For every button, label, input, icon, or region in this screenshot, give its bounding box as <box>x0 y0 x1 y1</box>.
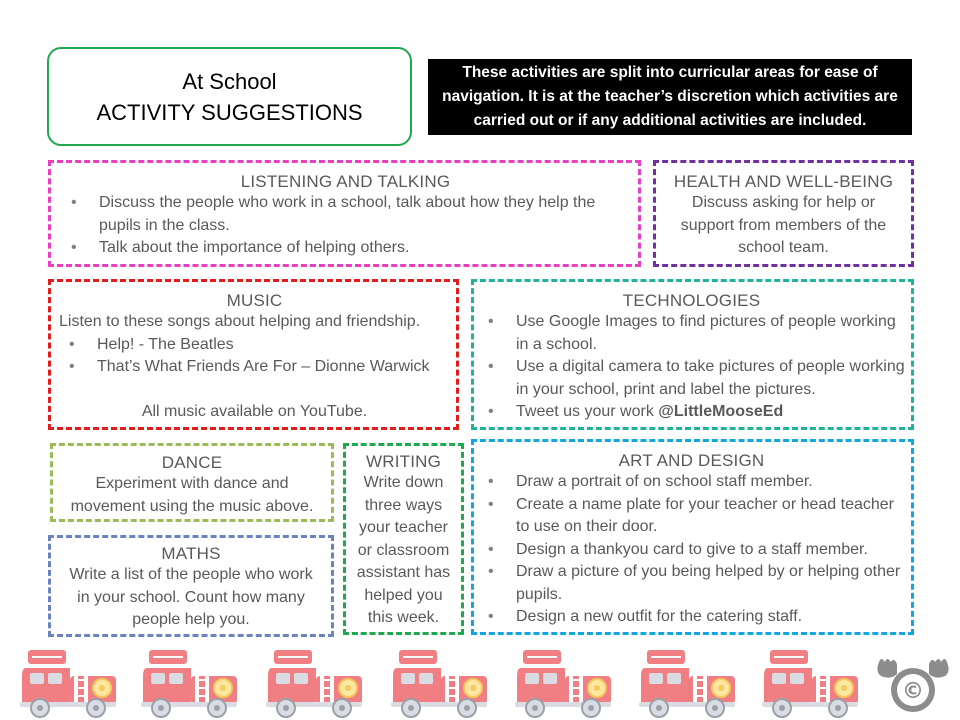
list-item: Draw a picture of you being helped by or… <box>478 561 905 606</box>
art-heading: ART AND DESIGN <box>618 451 765 470</box>
title-line-2: ACTIVITY SUGGESTIONS <box>96 99 363 125</box>
maths-box: MATHS Write a list of the people who wor… <box>48 535 334 637</box>
list-item: Discuss the people who work in a school,… <box>61 192 630 237</box>
art-design-box: ART AND DESIGN Draw a portrait of on sch… <box>471 439 914 635</box>
technologies-box: TECHNOLOGIES Use Google Images to find p… <box>471 279 914 430</box>
title-line-1: At School <box>182 68 277 94</box>
moose-copyright-icon: © <box>877 659 949 712</box>
title-box: At School ACTIVITY SUGGESTIONS <box>47 47 412 146</box>
fire-truck-icon <box>19 649 117 718</box>
fire-truck-icon <box>761 649 859 718</box>
listening-list: Discuss the people who work in a school,… <box>61 192 630 260</box>
list-item: Tweet us your work @LittleMooseEd <box>478 401 905 424</box>
fire-truck-icon <box>514 649 612 718</box>
svg-text:©: © <box>902 679 924 704</box>
teacher-note: These activities are split into curricul… <box>428 59 912 135</box>
list-item: That’s What Friends Are For – Dionne War… <box>59 356 450 379</box>
list-item: Design a thankyou card to give to a staf… <box>478 539 905 562</box>
list-item: Design a new outfit for the catering sta… <box>478 606 905 629</box>
art-list: Draw a portrait of on school staff membe… <box>478 471 905 629</box>
fire-truck-border <box>0 646 960 720</box>
health-text: Discuss asking for help or support from … <box>680 194 887 256</box>
music-heading: MUSIC <box>226 291 283 310</box>
list-item: Talk about the importance of helping oth… <box>61 237 630 260</box>
dance-box: DANCE Experiment with dance and movement… <box>50 443 334 522</box>
music-intro: Listen to these songs about helping and … <box>59 313 421 330</box>
fire-truck-icon <box>390 649 488 718</box>
writing-box: WRITING Write down three ways your teach… <box>343 443 464 635</box>
dance-text: Experiment with dance and movement using… <box>70 475 314 515</box>
dance-heading: DANCE <box>161 453 223 472</box>
list-item: Use a digital camera to take pictures of… <box>478 356 905 401</box>
twitter-handle-link[interactable]: @LittleMooseEd <box>658 403 784 420</box>
maths-text: Write a list of the people who work in y… <box>69 566 313 628</box>
music-box: MUSIC Listen to these songs about helpin… <box>48 279 459 430</box>
health-wellbeing-box: HEALTH AND WELL-BEING Discuss asking for… <box>653 160 914 267</box>
maths-heading: MATHS <box>161 544 221 563</box>
fire-truck-icon <box>140 649 238 718</box>
teacher-note-text: These activities are split into curricul… <box>442 64 898 129</box>
listening-talking-box: LISTENING AND TALKING Discuss the people… <box>48 160 641 267</box>
tweet-prefix: Tweet us your work <box>516 403 659 420</box>
fire-truck-icon <box>638 649 736 718</box>
music-list: Help! - The Beatles That’s What Friends … <box>59 334 450 379</box>
list-item: Create a name plate for your teacher or … <box>478 494 905 539</box>
technologies-list: Use Google Images to find pictures of pe… <box>478 311 905 424</box>
list-item: Help! - The Beatles <box>59 334 450 357</box>
writing-text: Write down three ways your teacher or cl… <box>356 474 451 626</box>
health-heading: HEALTH AND WELL-BEING <box>673 172 894 191</box>
technologies-heading: TECHNOLOGIES <box>622 291 761 310</box>
writing-heading: WRITING <box>365 452 442 471</box>
fire-truck-icon <box>265 649 363 718</box>
list-item: Draw a portrait of on school staff membe… <box>478 471 905 494</box>
music-footer: All music available on YouTube. <box>141 402 368 420</box>
listening-heading: LISTENING AND TALKING <box>240 172 451 191</box>
list-item: Use Google Images to find pictures of pe… <box>478 311 905 356</box>
